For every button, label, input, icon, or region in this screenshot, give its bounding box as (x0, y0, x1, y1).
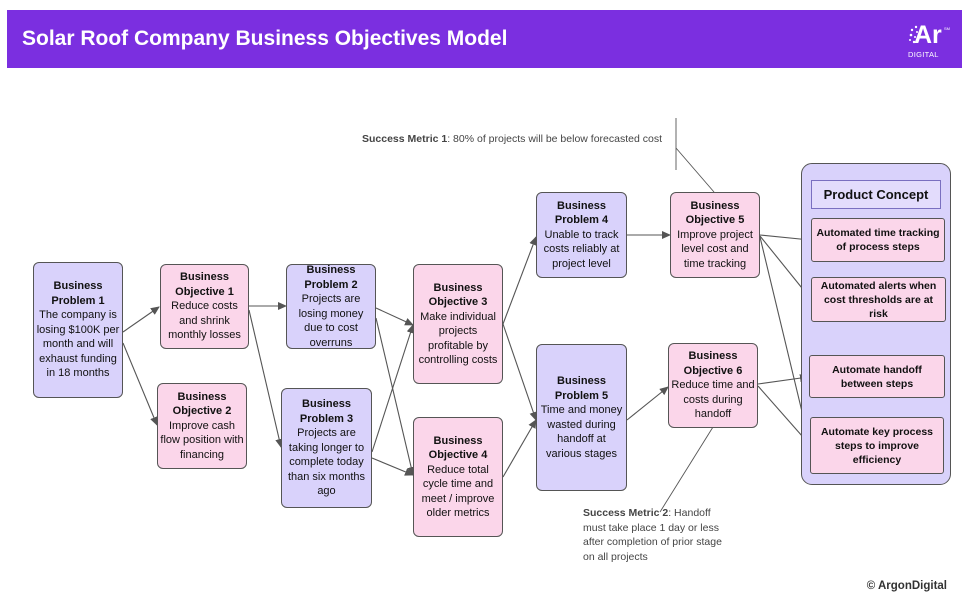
concept-automated-alerts: Automated alerts when cost thresholds ar… (811, 277, 946, 322)
business-objective-4: Business Objective 4 Reduce total cycle … (413, 417, 503, 537)
business-objective-4-text: Reduce total cycle time and meet / impro… (421, 463, 495, 520)
argondigital-logo: Ar SM DIGITAL (908, 20, 950, 62)
business-problem-2: Business Problem 2 Projects are losing m… (286, 264, 376, 349)
success-metric-1-text: : 80% of projects will be below forecast… (447, 133, 662, 145)
header-banner: Solar Roof Company Business Objectives M… (7, 10, 962, 68)
business-problem-5-title: Business Problem 5 (554, 375, 609, 402)
business-problem-3-text: Projects are taking longer to complete t… (287, 427, 366, 498)
business-objective-2-text: Improve cash flow position with financin… (160, 419, 244, 461)
success-metric-2-label: Success Metric 2 (583, 507, 669, 519)
success-metric-1-label: Success Metric 1 (362, 133, 448, 145)
concept-automated-time-tracking: Automated time tracking of process steps (811, 218, 945, 262)
business-objective-6-text: Reduce time and costs during handoff (671, 379, 755, 421)
business-objective-3-text: Make individual projects profitable by c… (418, 310, 498, 367)
business-problem-3-title: Business Problem 3 (299, 398, 354, 425)
business-problem-2-title: Business Problem 2 (304, 264, 358, 291)
business-objective-1: Business Objective 1 Reduce costs and sh… (160, 264, 249, 349)
business-objective-3-title: Business Objective 3 (428, 281, 488, 309)
business-objective-2: Business Objective 2 Improve cash flow p… (157, 383, 247, 469)
business-objective-3: Business Objective 3 Make individual pro… (413, 264, 503, 384)
concept-automate-handoff: Automate handoff between steps (809, 355, 945, 398)
logo-dots-icon (909, 25, 918, 44)
logo-servicemark: SM (944, 26, 950, 31)
business-objective-1-text: Reduce costs and shrink monthly losses (168, 300, 241, 342)
business-objective-4-title: Business Objective 4 (428, 434, 488, 462)
business-problem-4-text: Unable to track costs reliably at projec… (543, 228, 620, 270)
business-objective-5: Business Objective 5 Improve project lev… (670, 192, 760, 278)
business-problem-1: Business Problem 1 The company is losing… (33, 262, 123, 398)
business-problem-5: Business Problem 5 Time and money wasted… (536, 344, 627, 491)
logo-subtext: DIGITAL (908, 50, 939, 59)
business-problem-4: Business Problem 4 Unable to track costs… (536, 192, 627, 278)
copyright-notice: © ArgonDigital (866, 580, 947, 592)
business-objective-6: Business Objective 6 Reduce time and cos… (668, 343, 758, 428)
business-objective-5-text: Improve project level cost and time trac… (677, 228, 753, 270)
business-objective-5-title: Business Objective 5 (685, 199, 745, 227)
product-concept-title: Product Concept (811, 180, 941, 209)
success-metric-1: Success Metric 1: 80% of projects will b… (362, 133, 662, 145)
business-objective-1-title: Business Objective 1 (175, 271, 234, 298)
success-metric-2-text: : Handoff must take place 1 day or less … (583, 507, 722, 563)
business-problem-5-text: Time and money wasted during handoff at … (540, 404, 623, 460)
business-problem-2-text: Projects are losing money due to cost ov… (298, 293, 364, 349)
page-title: Solar Roof Company Business Objectives M… (22, 27, 508, 50)
business-problem-4-title: Business Problem 4 (554, 199, 609, 227)
business-problem-3: Business Problem 3 Projects are taking l… (281, 388, 372, 508)
success-metric-2: Success Metric 2: Handoff must take plac… (583, 506, 723, 564)
business-problem-1-title: Business Problem 1 (51, 280, 105, 307)
business-objective-2-title: Business Objective 2 (172, 390, 232, 418)
logo-wordmark: Ar (914, 21, 942, 49)
business-problem-1-text: The company is losing $100K per month an… (36, 309, 120, 380)
business-objective-6-title: Business Objective 6 (683, 350, 743, 377)
concept-automate-key-steps: Automate key process steps to improve ef… (810, 417, 944, 474)
